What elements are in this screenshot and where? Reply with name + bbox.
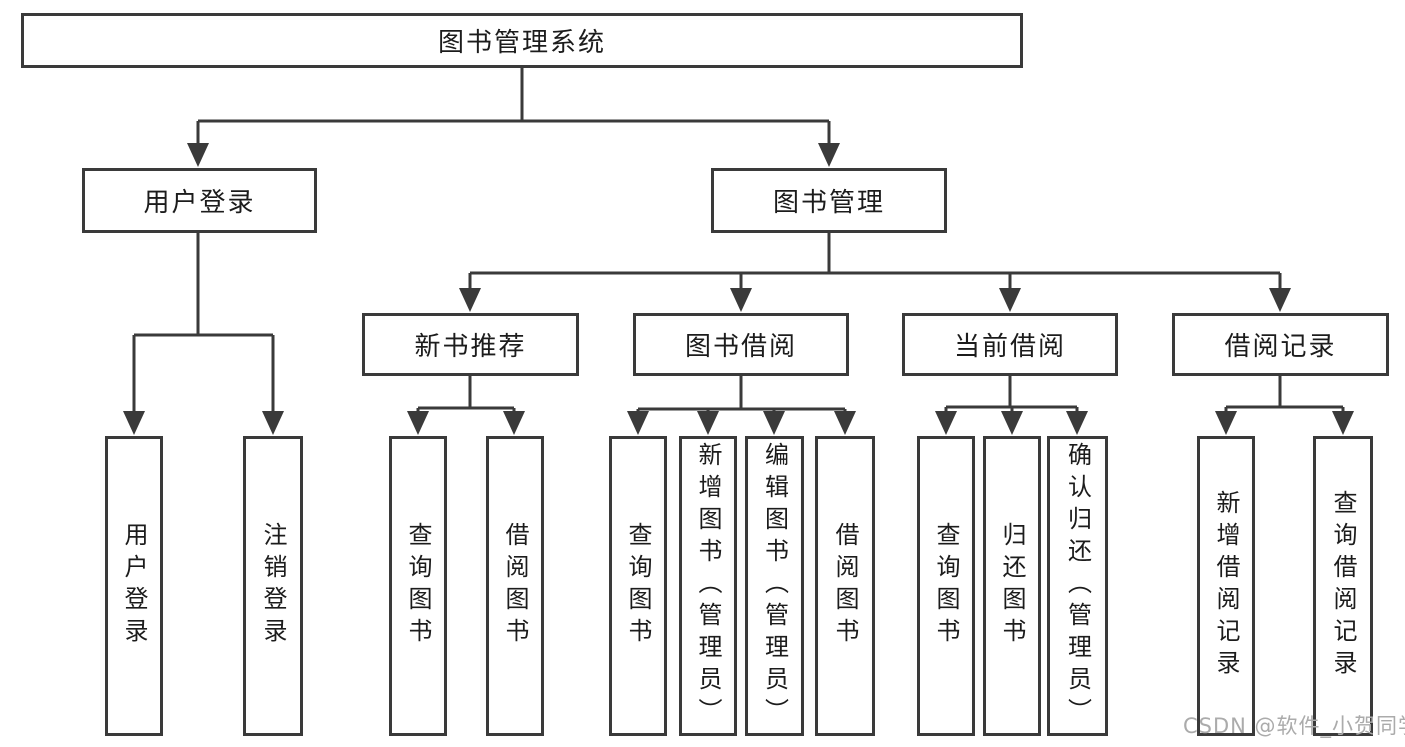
leaf-borrow-books-recommendation: 借阅图书: [486, 436, 544, 736]
leaf-query-books-current: 查询图书: [917, 436, 975, 736]
arrowhead: [407, 411, 429, 435]
arrowhead: [123, 411, 145, 435]
leaf-query-books-recommendation: 查询图书: [389, 436, 447, 736]
connector-book-borrowing-to-leaves: [627, 376, 856, 435]
connector-new-book-recommendation-to-leaves: [407, 376, 525, 435]
leaf-query-borrow-record: 查询借阅记录: [1313, 436, 1373, 736]
leaf-logout: 注销登录: [243, 436, 303, 736]
node-borrowing-records: 借阅记录: [1172, 313, 1389, 376]
leaf-add-borrow-record: 新增借阅记录: [1197, 436, 1255, 736]
arrowhead: [935, 411, 957, 435]
leaf-edit-books-admin: 编辑图书（管理员）: [745, 436, 804, 736]
arrowhead: [730, 288, 752, 312]
connector-borrowing-records-to-leaves: [1215, 376, 1354, 435]
arrowhead: [187, 143, 209, 167]
leaf-add-books-admin: 新增图书（管理员）: [679, 436, 737, 736]
arrowhead: [697, 411, 719, 435]
node-user-login: 用户登录: [82, 168, 317, 233]
connector-book-management-to-level3: [459, 233, 1291, 312]
arrowhead: [834, 411, 856, 435]
connector-root-to-level2: [187, 68, 840, 167]
node-library-management-system: 图书管理系统: [21, 13, 1023, 68]
arrowhead: [1269, 288, 1291, 312]
arrowhead: [999, 288, 1021, 312]
arrowhead: [1001, 411, 1023, 435]
node-current-borrowing: 当前借阅: [902, 313, 1118, 376]
leaf-user-login: 用户登录: [105, 436, 163, 736]
connector-current-borrowing-to-leaves: [935, 376, 1088, 435]
node-book-management: 图书管理: [711, 168, 947, 233]
arrowhead: [627, 411, 649, 435]
arrowhead: [1332, 411, 1354, 435]
node-book-borrowing: 图书借阅: [633, 313, 849, 376]
leaf-query-books-borrowing: 查询图书: [609, 436, 667, 736]
leaf-confirm-return-admin: 确认归还（管理员）: [1047, 436, 1108, 736]
node-new-book-recommendation: 新书推荐: [362, 313, 579, 376]
arrowhead: [763, 411, 785, 435]
leaf-return-books: 归还图书: [983, 436, 1041, 736]
arrowhead: [1066, 411, 1088, 435]
arrowhead: [503, 411, 525, 435]
arrowhead: [1215, 411, 1237, 435]
arrowhead: [262, 411, 284, 435]
arrowhead: [818, 143, 840, 167]
connector-user-login-to-leaves: [123, 233, 284, 435]
arrowhead: [459, 288, 481, 312]
leaf-borrow-books: 借阅图书: [815, 436, 875, 736]
csdn-watermark: CSDN @软件_小贺同学: [1183, 714, 1405, 738]
